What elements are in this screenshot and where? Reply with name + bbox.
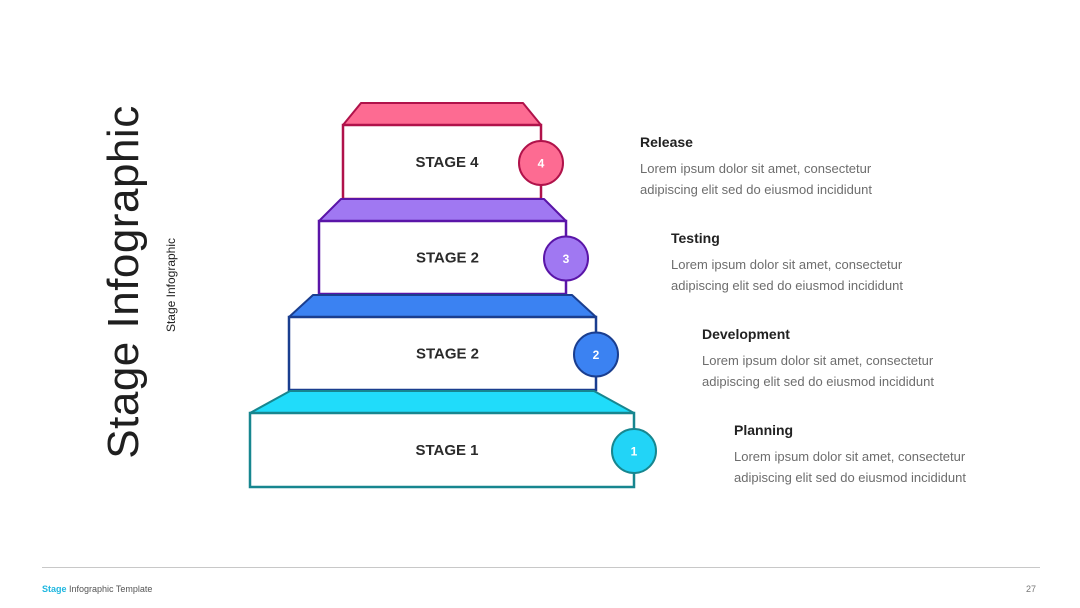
stage-marker-number: 2 [593,348,600,362]
stage-marker [543,235,589,282]
description-development: Development Lorem ipsum dolor sit amet, … [702,326,1062,392]
stage-label: STAGE 4 [415,154,479,171]
description-text: Lorem ipsum dolor sit amet, consectetur … [734,449,966,485]
stage-cap [288,294,597,318]
stage-marker [518,140,564,186]
description-release: Release Lorem ipsum dolor sit amet, cons… [640,134,1000,200]
stage-block-planning: STAGE 1 1 [248,390,657,489]
page-number: 27 [1025,584,1036,594]
stage-label: STAGE 1 [415,442,478,459]
description-heading: Testing [671,230,720,246]
stage-block-testing: STAGE 2 3 [317,198,589,296]
stage-box [317,219,568,296]
stage-marker-number: 4 [538,157,545,171]
stage-cap [342,102,542,126]
stage-label: STAGE 2 [416,250,479,267]
stage-marker-number: 1 [631,445,638,459]
footer-title-rest: Infographic Template [66,584,153,594]
description-planning: Planning Lorem ipsum dolor sit amet, con… [734,422,1080,488]
stage-marker [573,331,619,378]
description-text: Lorem ipsum dolor sit amet, consectetur … [640,161,872,197]
footer-accent: Stage [42,584,67,594]
description-heading: Planning [734,422,794,438]
description-testing: Testing Lorem ipsum dolor sit amet, cons… [671,230,1031,296]
stage-marker-number: 3 [563,252,570,266]
stage-block-development: STAGE 2 2 [287,294,619,392]
stage-cap [249,390,635,414]
description-heading: Release [640,134,693,150]
stage-marker [611,428,657,474]
description-heading: Development [702,326,790,342]
stage-cap [318,198,567,222]
footer-title: Stage Infographic Template [42,584,152,594]
stage-box [248,411,636,489]
footer-divider [42,567,1040,568]
description-text: Lorem ipsum dolor sit amet, consectetur … [671,257,903,293]
description-text: Lorem ipsum dolor sit amet, consectetur … [702,353,934,389]
stage-label: STAGE 2 [416,346,479,363]
stage-box [341,123,543,201]
stage-block-release: STAGE 4 4 [341,102,564,201]
